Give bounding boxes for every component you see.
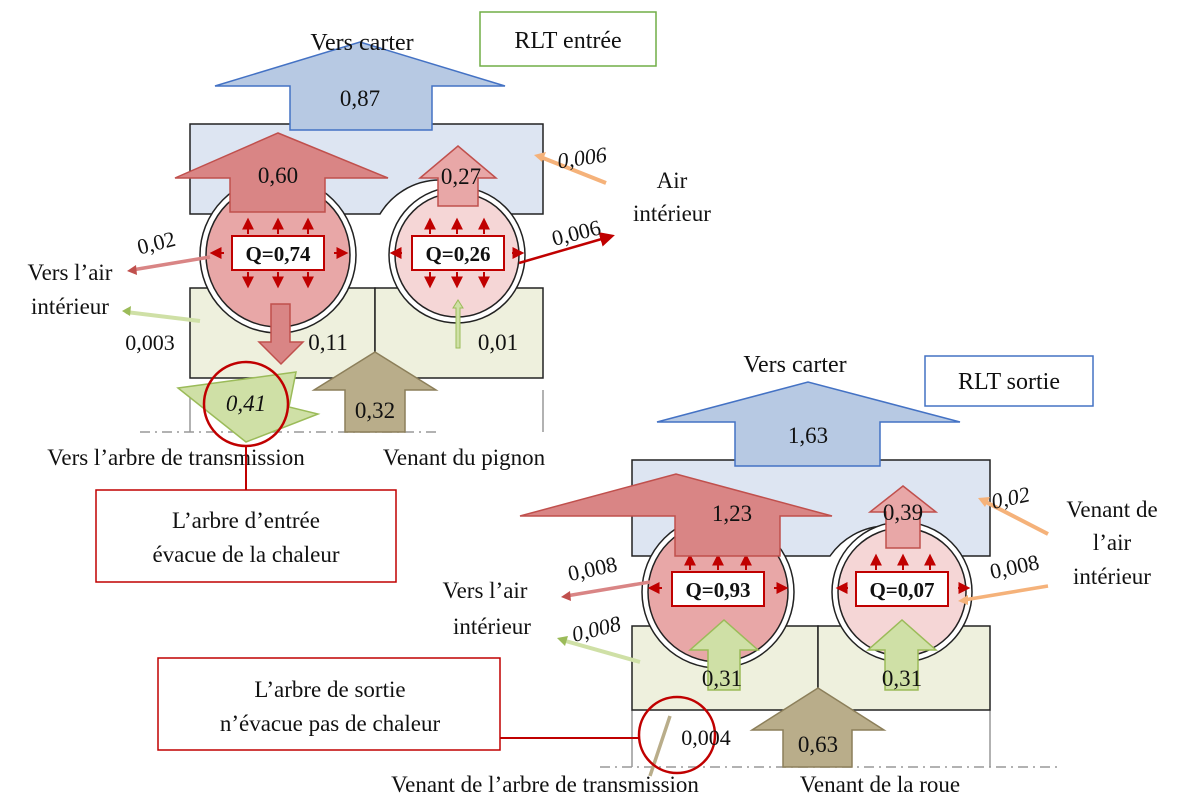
wheel-flow-sortie: 0,63 <box>798 732 838 757</box>
right-bottom-flow-entree: 0,01 <box>478 330 518 355</box>
callout-1-entree: L’arbre d’entrée <box>172 508 320 533</box>
q-box-right-sortie <box>855 571 949 607</box>
arrow-to-carter-entree <box>214 41 506 131</box>
arrow-down-entree <box>257 303 305 366</box>
right-bearing-flow-entree: 0,27 <box>441 164 481 189</box>
top-label-entree: Vers carter <box>310 30 413 56</box>
shaft-flow-sortie: 0,004 <box>681 725 731 750</box>
right-air-label-2-entree: intérieur <box>633 201 711 226</box>
q-left-entree: Q=0,74 <box>245 242 311 266</box>
callout-2-sortie: n’évacue pas de chaleur <box>220 711 441 736</box>
callout-2-entree: évacue de la chaleur <box>152 542 339 567</box>
left-air-label-2-entree: intérieur <box>31 294 109 319</box>
right-air-label-3-sortie: intérieur <box>1073 564 1151 589</box>
q-right-entree: Q=0,26 <box>425 242 490 266</box>
callout-1-sortie: L’arbre de sortie <box>254 677 405 702</box>
q-left-sortie: Q=0,93 <box>685 578 750 602</box>
arrow-right-bearing-sortie <box>867 485 939 549</box>
callout-box-entree <box>95 489 397 583</box>
right-air-flow-sortie: 0,008 <box>988 549 1042 584</box>
wheel-label-sortie: Venant de la roue <box>800 772 960 797</box>
arrow-wheel-sortie <box>749 687 887 768</box>
arrow-right-bearing-entree <box>417 145 499 207</box>
right-air-label-2-sortie: l’air <box>1093 530 1132 555</box>
arrow-left-bearing-entree <box>174 132 389 213</box>
down-flow-entree: 0,11 <box>308 330 347 355</box>
arrow-left-bearing-sortie <box>519 473 833 557</box>
rlt-entree-assembly: Q=0,74 Q=0,26 0,87 Vers carter RLT entré… <box>28 11 711 583</box>
left-bearing-flow-entree: 0,60 <box>258 163 298 188</box>
left-bearing-flow-sortie: 1,23 <box>712 501 752 526</box>
title-sortie: RLT sortie <box>958 369 1060 395</box>
left-air-label-2-sortie: intérieur <box>453 614 531 639</box>
rlt-sortie-assembly: Q=0,93 Q=0,07 1,63 Vers carter RLT sorti… <box>157 352 1158 797</box>
right-up-flow-sortie: 0,31 <box>882 666 922 691</box>
left-air-label-1-entree: Vers l’air <box>28 260 113 285</box>
q-right-sortie: Q=0,07 <box>869 578 934 602</box>
top-flow-entree: 0,87 <box>340 86 380 111</box>
carter-side-flow-sortie: 0,02 <box>989 481 1032 513</box>
shaft-flow-entree: 0,41 <box>226 391 266 416</box>
q-box-left-sortie <box>671 571 765 607</box>
left-air-bottom-flow-entree: 0,003 <box>125 330 175 355</box>
pinion-flow-entree: 0,32 <box>355 398 395 423</box>
left-up-flow-sortie: 0,31 <box>702 666 742 691</box>
left-air-top-flow-entree: 0,02 <box>134 226 177 260</box>
top-flow-sortie: 1,63 <box>788 423 828 448</box>
top-label-sortie: Vers carter <box>743 352 846 378</box>
left-air-top-flow-sortie: 0,008 <box>566 551 620 586</box>
callout-circle-sortie <box>637 695 717 775</box>
left-air-bottom-flow-sortie: 0,008 <box>569 611 623 647</box>
shaft-label-entree: Vers l’arbre de transmission <box>47 445 305 470</box>
left-air-label-1-sortie: Vers l’air <box>443 578 528 603</box>
right-air-label-1-entree: Air <box>657 168 688 193</box>
arrow-right-up-sortie <box>866 618 938 691</box>
q-box-right-entree <box>411 235 505 271</box>
right-air-label-1-sortie: Venant de <box>1066 497 1157 522</box>
title-box-sortie <box>924 355 1094 407</box>
right-air-flow-entree: 0,006 <box>549 215 603 251</box>
pinion-label-entree: Venant du pignon <box>383 445 546 470</box>
title-entree: RLT entrée <box>514 28 621 54</box>
carter-side-flow-entree: 0,006 <box>556 142 608 174</box>
title-box-entree <box>479 11 657 67</box>
arrow-pinion-entree <box>311 351 439 433</box>
q-box-left-entree <box>231 235 325 271</box>
callout-box-sortie <box>157 657 501 751</box>
arrow-left-up-sortie <box>688 618 760 691</box>
right-bearing-flow-sortie: 0,39 <box>883 500 923 525</box>
shaft-label-sortie: Venant de l’arbre de transmission <box>391 772 699 797</box>
arrow-to-carter-sortie <box>656 381 961 467</box>
